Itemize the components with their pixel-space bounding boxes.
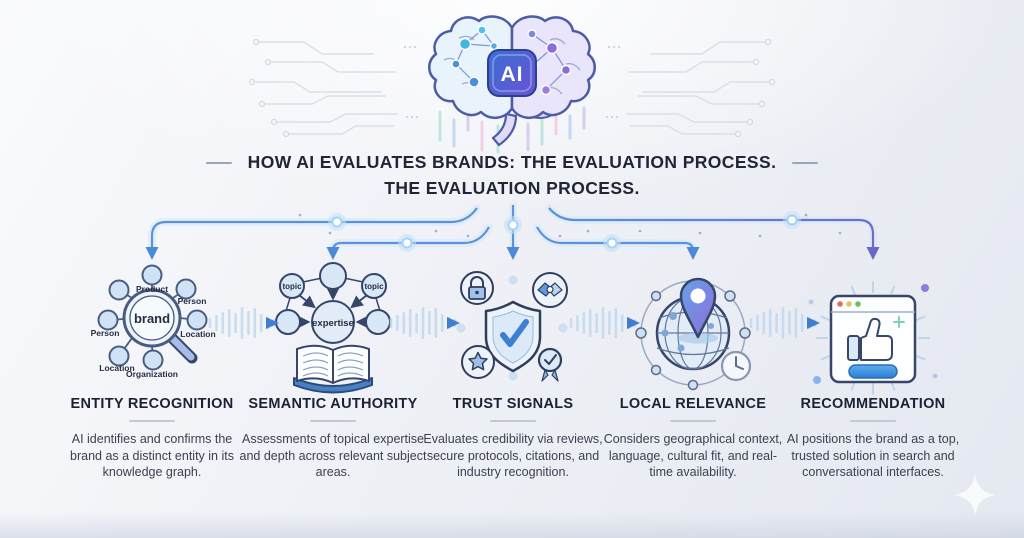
title-dash-right	[792, 161, 819, 164]
soundwave-arrow-icon	[389, 307, 460, 339]
stage-description: AI positions the brand as a top, trusted…	[786, 432, 960, 479]
medal-icon	[537, 347, 563, 382]
entity-bottom-label: Organization	[126, 369, 178, 379]
stage-heading: SEMANTIC AUTHORITY	[248, 396, 418, 412]
stage-description: Assessments of topical expertise and dep…	[239, 432, 427, 479]
circuit-traces-icon	[606, 38, 776, 138]
stage-column-semantic-authority: SEMANTIC AUTHORITY Assessments of topica…	[238, 396, 428, 481]
soundwave-arrow-icon	[208, 307, 279, 339]
stage-divider	[310, 420, 356, 422]
star-icon	[461, 345, 495, 379]
stage-divider	[129, 420, 175, 422]
soundwave-arrow-icon	[749, 307, 820, 339]
stage-divider	[490, 420, 536, 422]
entity-top-label: Product	[136, 284, 168, 294]
clock-icon	[720, 350, 752, 382]
handshake-icon	[532, 272, 568, 308]
entity-right-label: Location	[180, 329, 215, 339]
ai-chip-label: AI	[501, 63, 524, 86]
stage-heading: RECOMMENDATION	[800, 396, 946, 412]
entity-center-label: brand	[134, 311, 170, 326]
stage-divider	[670, 420, 716, 422]
title-line1-bold: THE EVALUATION PROCESS.	[520, 152, 777, 172]
stage-heading: ENTITY RECOGNITION	[70, 396, 234, 412]
entity-left-label: Person	[91, 328, 120, 338]
sparkle-icon	[954, 474, 996, 516]
shield-check-icon	[456, 271, 568, 382]
thumbs-up-icon	[847, 317, 893, 361]
page-title: HOW AI EVALUATES BRANDS: THE EVALUATION …	[0, 152, 1024, 199]
stage-column-local-relevance: LOCAL RELEVANCE Considers geographical c…	[598, 396, 788, 481]
stage-description: Considers geographical context, language…	[603, 432, 783, 479]
stage-column-recommendation: RECOMMENDATION AI positions the brand as…	[778, 396, 968, 481]
title-line1-normal: HOW AI EVALUATES BRANDS:	[247, 152, 516, 172]
title-dash-left	[205, 161, 232, 164]
stage-column-trust-signals: TRUST SIGNALS Evaluates credibility via …	[418, 396, 608, 481]
entity-bottom-left-label: Location	[99, 363, 134, 373]
magnifier-network-icon: brand Product Person Location Organizati…	[91, 264, 216, 379]
stage-heading: TRUST SIGNALS	[452, 396, 574, 412]
stage-heading: LOCAL RELEVANCE	[619, 396, 767, 412]
entity-top-right-label: Person	[178, 296, 207, 306]
stage-description: AI identifies and confirms the brand as …	[70, 432, 234, 479]
branch-arrows-icon	[145, 203, 880, 260]
semantic-left-topic-label: topic	[282, 282, 302, 291]
cta-button-shape	[848, 364, 898, 379]
brain-ai-icon: AI	[428, 15, 596, 154]
browser-thumbs-up-icon	[808, 281, 938, 395]
book-expertise-icon: topic topic expertise	[275, 262, 391, 394]
arrowheads	[145, 247, 880, 260]
semantic-right-topic-label: topic	[364, 282, 384, 291]
semantic-center-label: expertise	[312, 318, 354, 329]
stage-column-entity-recognition: ENTITY RECOGNITION AI identifies and con…	[57, 396, 247, 481]
soundwave-arrow-icon	[569, 307, 640, 339]
lock-icon	[460, 271, 494, 305]
globe-pin-icon	[635, 277, 752, 391]
title-line2: THE EVALUATION PROCESS.	[384, 178, 640, 198]
stage-divider	[850, 420, 896, 422]
ai-chip: AI	[487, 49, 537, 97]
stage-description: Evaluates credibility via reviews, secur…	[423, 432, 603, 479]
circuit-traces-icon	[248, 38, 418, 138]
